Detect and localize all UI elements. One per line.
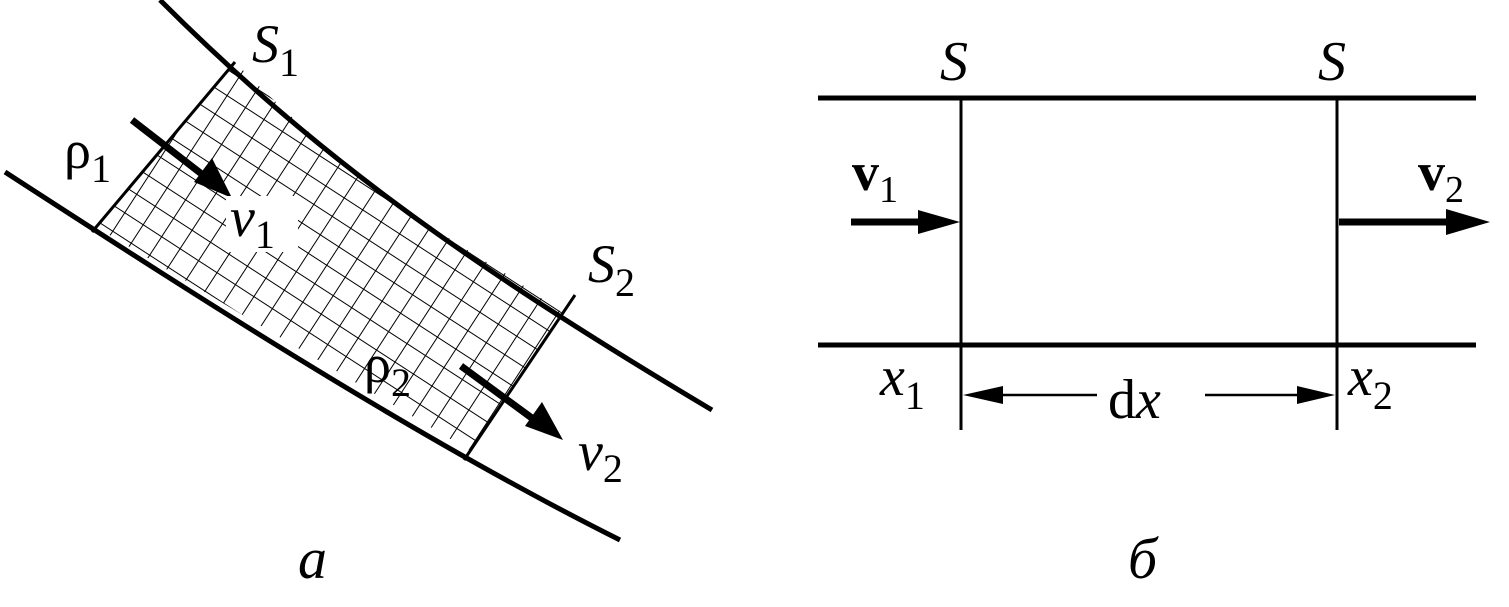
- velocity-v2-label: v2: [578, 421, 623, 491]
- section-s2-label: S2: [588, 234, 635, 305]
- panel-b: S S v1 v2 x1 x2 dx б: [818, 31, 1490, 591]
- dx-label: dx: [1108, 369, 1161, 431]
- velocity-arrow-v1: [851, 210, 960, 234]
- velocity-arrow-1: [129, 117, 232, 198]
- velocity-arrow-v2: [1339, 209, 1490, 235]
- dx-dimension-arrow: [963, 386, 1335, 404]
- panel-b-caption: б: [1128, 526, 1159, 591]
- coord-x2-label: x2: [1347, 346, 1393, 418]
- velocity-v1-label-bg: [226, 196, 298, 252]
- velocity-v1-label: v1: [230, 187, 275, 257]
- tube-upper-wall: [158, 0, 714, 413]
- panel-a: S1 S2 ρ1 ρ2 v1 v2 а: [3, 0, 714, 591]
- velocity-arrow-2: [458, 363, 563, 440]
- tube-lower-wall: [3, 169, 622, 543]
- density-rho1-label: ρ1: [64, 120, 111, 191]
- section-right-label: S: [1318, 31, 1346, 93]
- panel-a-caption: а: [298, 526, 327, 591]
- velocity-v2-label: v2: [1418, 142, 1464, 211]
- density-rho2-label: ρ2: [364, 334, 411, 405]
- section-left-label: S: [940, 31, 968, 93]
- fluid-volume: [92, 62, 565, 460]
- section-s1-label: S1: [252, 14, 299, 85]
- section-s2-line: [462, 294, 577, 461]
- coord-x1-label: x1: [879, 346, 925, 418]
- velocity-v1-label: v1: [852, 142, 898, 211]
